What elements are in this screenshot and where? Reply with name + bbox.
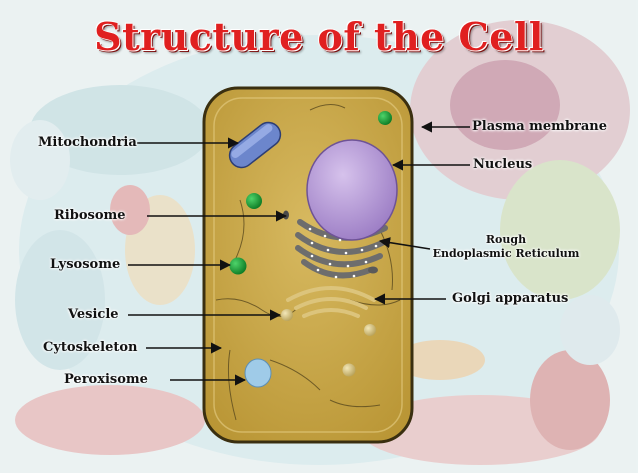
vesicle-organelle-3 [342,363,356,377]
cytoskeleton-filaments [215,104,401,421]
ribosome-organelle [283,210,289,220]
page-title: Structure of the Cell [94,14,544,59]
label-mitochondria: Mitochondria [38,135,137,150]
arrow-rough-er [378,237,431,250]
nucleus-organelle [306,139,398,241]
peroxisome-organelle [244,358,272,388]
green-organelle-top [378,111,392,125]
label-golgi: Golgi apparatus [452,291,569,306]
label-nucleus: Nucleus [473,157,533,172]
label-rough-er-line1: Rough [485,233,527,246]
label-peroxisome: Peroxisome [64,372,148,387]
label-rough-er-line2: Endoplasmic Reticulum [432,247,580,260]
lysosome-organelle [229,257,247,275]
label-ribosome: Ribosome [54,208,126,223]
label-lysosome: Lysosome [50,257,121,272]
label-cytoskeleton: Cytoskeleton [43,340,138,355]
vesicle-organelle [281,309,293,321]
label-vesicle: Vesicle [68,307,119,322]
label-rough-er: Rough Endoplasmic Reticulum [432,233,580,261]
mitochondria-organelle [228,121,282,169]
er-vesicle-small [368,266,378,274]
label-plasma-membrane: Plasma membrane [472,119,608,134]
label-arrows [128,121,470,386]
vesicle-organelle-2 [364,324,376,336]
golgi-organelle [286,286,376,318]
green-organelle-middle [246,193,262,209]
